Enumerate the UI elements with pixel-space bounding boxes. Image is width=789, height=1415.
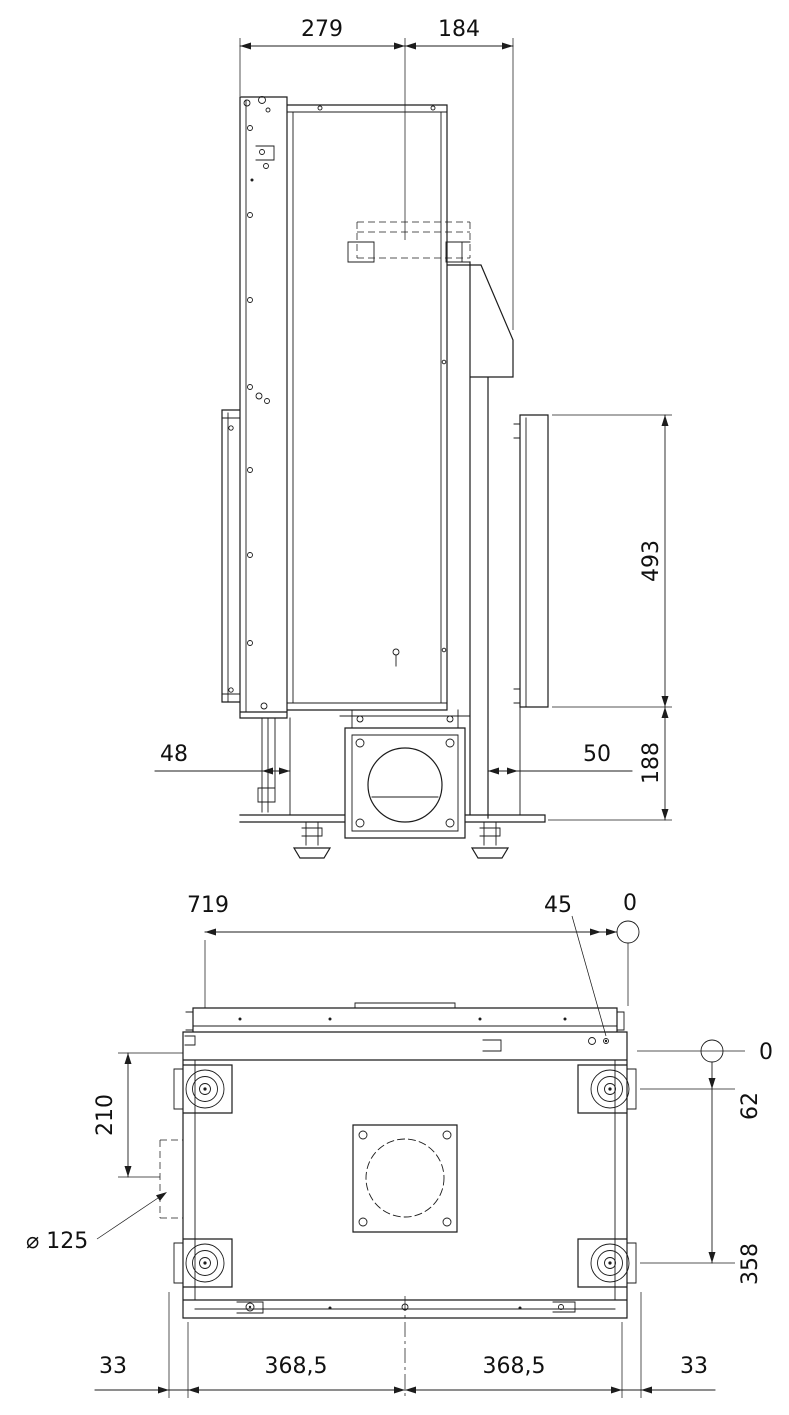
dimension-top-widths: 279 184	[239, 17, 514, 330]
dim-188-label: 188	[639, 742, 664, 784]
plan-details	[173, 1002, 637, 1314]
dim-33-left-label: 33	[99, 1354, 127, 1379]
dim-493-label: 493	[639, 540, 664, 582]
dim-48-label: 48	[160, 742, 188, 767]
dim-50-label: 50	[583, 742, 611, 767]
plan-view-geometry	[159, 1002, 637, 1400]
extension-lines	[548, 414, 672, 821]
dimension-bottom-plan: 33 368,5 368,5 33	[94, 1292, 716, 1398]
dim-279-label: 279	[301, 17, 343, 42]
plan-small-parts	[238, 1017, 609, 1312]
side-outlines	[221, 96, 549, 859]
side-outlet-hidden	[159, 1139, 183, 1219]
dimension-outlet-diameter: ⌀ 125	[26, 1192, 167, 1254]
side-fittings	[228, 96, 454, 723]
dim-diameter-label: ⌀ 125	[26, 1229, 88, 1254]
plate-screws	[358, 1130, 452, 1227]
dim-45-label: 45	[544, 893, 572, 918]
flue-outlet-side	[355, 738, 455, 828]
foot-front-right	[590, 1243, 630, 1283]
dim-368-left-label: 368,5	[265, 1354, 328, 1379]
dim-33-right-label: 33	[680, 1354, 708, 1379]
extension-lines	[637, 1050, 745, 1264]
side-view-geometry	[221, 96, 549, 859]
side-hidden-lines	[356, 221, 471, 259]
dim-184-label: 184	[438, 17, 480, 42]
plan-view: 719 45 0 0 62 358 210 ⌀ 125	[26, 891, 773, 1400]
extension-lines	[239, 38, 514, 330]
foot-front-left	[185, 1243, 225, 1283]
dimension-offset-front: 48	[154, 742, 291, 775]
side-panel-screws	[247, 125, 253, 646]
dim-368-right-label: 368,5	[483, 1354, 546, 1379]
dim-719-label: 719	[187, 893, 229, 918]
dim-358-label: 358	[738, 1243, 763, 1285]
extension-lines	[118, 1052, 183, 1178]
datum-side-label: 0	[759, 1040, 773, 1065]
dimension-right-heights: 493 188	[548, 414, 672, 821]
flue-circle-hidden	[365, 1138, 445, 1218]
leader-line	[96, 1193, 165, 1240]
plan-outlines	[182, 1007, 628, 1319]
datum-top-label: 0	[623, 891, 637, 916]
dimension-right-plan: 0 62 358	[637, 1039, 773, 1285]
datum-balloon-top	[616, 920, 640, 944]
dim-62-label: 62	[738, 1092, 763, 1120]
dim-210-label: 210	[93, 1094, 118, 1136]
foot-back-left	[185, 1069, 225, 1109]
side-details	[221, 99, 527, 846]
dimension-offset-rear: 50	[487, 742, 633, 775]
side-view: 279 184 48 50 493 188	[154, 17, 672, 859]
dimension-outlet-position: 210	[93, 1052, 183, 1178]
dimension-top-plan: 719 45 0	[187, 891, 640, 1037]
flue-circle	[367, 747, 443, 823]
extension-lines	[168, 1292, 642, 1398]
foot-back-right	[590, 1069, 630, 1109]
extension-lines	[204, 915, 629, 1037]
